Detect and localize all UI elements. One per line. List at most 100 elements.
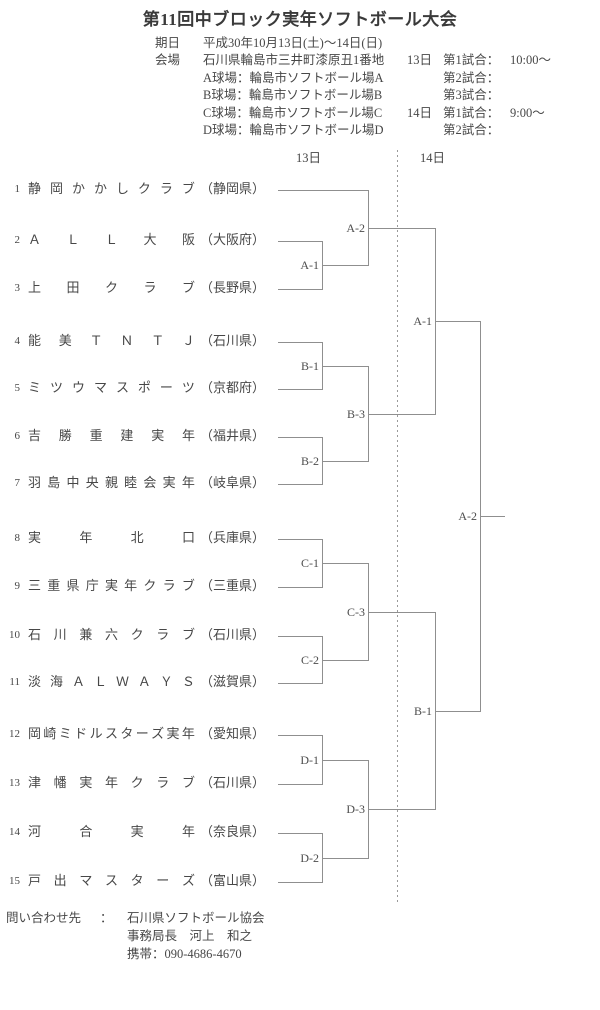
match-output-line	[322, 858, 368, 859]
contact-label: 問い合わせ先	[6, 911, 82, 925]
team-name: 上田クラブ	[28, 280, 195, 296]
team-name-char: ズ	[181, 873, 195, 888]
venue-field: D球場：輪島市ソフトボール場D	[203, 123, 384, 137]
schedule-match-label: 第2試合：	[443, 123, 500, 137]
team-line	[278, 484, 322, 485]
team-name-char: Ｌ	[104, 232, 118, 247]
team-number: 12	[9, 728, 20, 740]
team-name-char: ク	[104, 280, 118, 295]
team-number: 13	[9, 777, 20, 789]
match-output-line	[480, 516, 505, 517]
schedule-row: 第1試合：9:00～	[443, 106, 545, 121]
team-name-char: 岡	[49, 181, 63, 196]
team-line	[278, 539, 322, 540]
team-name: 三重県庁実年クラブ	[28, 578, 195, 594]
match-label: C-2	[301, 653, 319, 667]
team-name-char: ブ	[181, 578, 195, 593]
team-name-char: ツ	[49, 380, 63, 395]
match-label: B-2	[301, 454, 319, 468]
team-number: 11	[9, 676, 20, 688]
team-name-char: ル	[89, 726, 103, 741]
team-name-char: 崎	[43, 726, 57, 741]
team-prefecture: （滋賀県）	[200, 674, 266, 689]
team-number: 5	[14, 382, 21, 394]
team-name-char: ラ	[162, 578, 176, 593]
team-name-char: 戸	[28, 873, 42, 888]
venue-value: 石川県輪島市三井町漆原丑1番地	[203, 53, 385, 67]
team-number: 2	[14, 234, 21, 246]
match-label: B-1	[414, 704, 432, 718]
team-prefecture: （長野県）	[200, 280, 266, 295]
team-name-char: か	[93, 181, 107, 196]
team-name-char: ー	[156, 873, 170, 888]
team-name-char: 河	[28, 824, 42, 839]
team-name-char: ク	[137, 181, 151, 196]
team-name-char: タ	[120, 726, 134, 741]
team-prefecture: （三重県）	[200, 578, 266, 593]
team-line	[278, 342, 322, 343]
team-line	[278, 683, 322, 684]
team-name-char: ス	[104, 873, 118, 888]
date-value: 平成30年10月13日(土)～14日(日)	[203, 36, 383, 50]
match-output-line	[322, 366, 368, 367]
team-prefecture: （愛知県）	[200, 726, 266, 741]
team-name-char: Ａ	[71, 674, 85, 689]
match-label: D-1	[300, 753, 319, 767]
team-name: 岡崎ミドルスターズ実年	[28, 726, 195, 742]
schedule-match-time: 10:00～	[510, 53, 551, 67]
team-name-char: ー	[135, 726, 149, 741]
team-line	[278, 636, 322, 637]
team-line	[278, 241, 322, 242]
schedule-row: 第3試合：	[443, 88, 510, 103]
team-prefecture: （石川県）	[200, 627, 266, 642]
team-name-char: ク	[130, 775, 144, 790]
schedule-day: 14日	[407, 106, 433, 120]
team-name-char: ラ	[143, 280, 157, 295]
page-title: 第11回中ブロック実年ソフトボール大会	[142, 10, 458, 29]
team-line	[278, 389, 322, 390]
team-number: 8	[14, 532, 21, 544]
team-prefecture: （大阪府）	[200, 232, 266, 247]
team-name-char: 年	[181, 428, 195, 443]
team-name: 津幡実年クラブ	[28, 775, 195, 791]
match-label: A-1	[300, 258, 319, 272]
team-name-char: 石	[28, 627, 42, 642]
team-number: 4	[14, 335, 21, 347]
team-name: 吉勝重建実年	[28, 428, 195, 444]
team-name-char: ク	[143, 578, 157, 593]
team-line	[278, 784, 322, 785]
team-name-char: Ｗ	[115, 674, 129, 689]
team-name-char: ー	[159, 380, 173, 395]
team-prefecture: （静岡県）	[200, 181, 266, 196]
schedule-match-label: 第3試合：	[443, 88, 500, 102]
match-label: D-3	[346, 802, 365, 816]
team-prefecture: （奈良県）	[200, 824, 266, 839]
team-name-char: ポ	[137, 380, 151, 395]
schedule-match-label: 第1試合：	[443, 53, 500, 67]
team-name-char: 年	[79, 530, 93, 545]
team-name-char: ミ	[28, 380, 42, 395]
contact-colon: ：	[100, 911, 113, 925]
team-name-char: マ	[79, 873, 93, 888]
match-label: B-1	[301, 359, 319, 373]
team-name-char: 静	[28, 181, 42, 196]
team-name-char: 大	[143, 232, 157, 247]
team-name-char: ウ	[71, 380, 85, 395]
team-name-char: 岡	[28, 726, 42, 741]
team-name: ミツウマスポーツ	[28, 380, 195, 396]
team-number: 6	[14, 430, 21, 442]
team-line	[278, 587, 322, 588]
team-name-char: 実	[162, 475, 176, 490]
bracket-day-header-14: 14日	[420, 151, 446, 165]
team-name-char: 能	[28, 333, 42, 348]
schedule-match-label: 第2試合：	[443, 71, 500, 85]
team-name-char: タ	[130, 873, 144, 888]
team-name-char: Ａ	[137, 674, 151, 689]
team-name-char: 年	[124, 578, 138, 593]
team-name-char: ラ	[156, 775, 170, 790]
team-name-char: 兼	[79, 627, 93, 642]
match-output-line	[368, 809, 435, 810]
team-prefecture: （石川県）	[200, 775, 266, 790]
